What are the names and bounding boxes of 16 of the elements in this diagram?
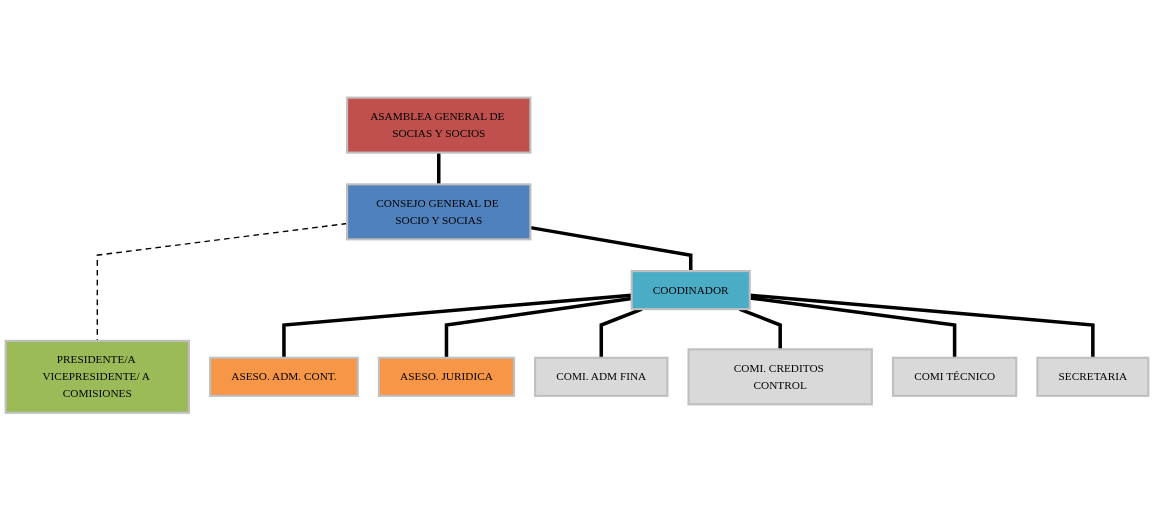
- node-box: ASESO. JURIDICA: [377, 356, 516, 397]
- node-box: ASESO. ADM. CONT.: [209, 356, 359, 397]
- connector: [437, 152, 441, 185]
- node-box: COMI. CREDITOS CONTROL: [687, 348, 873, 406]
- node-box: CONSEJO GENERAL DE SOCIO Y SOCIAS: [346, 183, 532, 241]
- connector: [749, 295, 957, 358]
- connector: [282, 293, 632, 358]
- connector: [749, 293, 1095, 358]
- node-box: COMI TÉCNICO: [891, 356, 1018, 397]
- node-box: SECRETARIA: [1036, 356, 1150, 397]
- node-box: PRESIDENTE/A VICEPRESIDENTE/ A COMISIONES: [4, 339, 190, 414]
- node-box: COMI. ADM FINA: [534, 356, 669, 397]
- node-box: COODINADOR: [630, 269, 751, 310]
- connector: [444, 296, 632, 358]
- node-box: ASAMBLEA GENERAL DE SOCIAS Y SOCIOS: [346, 96, 532, 154]
- connector: [530, 225, 693, 271]
